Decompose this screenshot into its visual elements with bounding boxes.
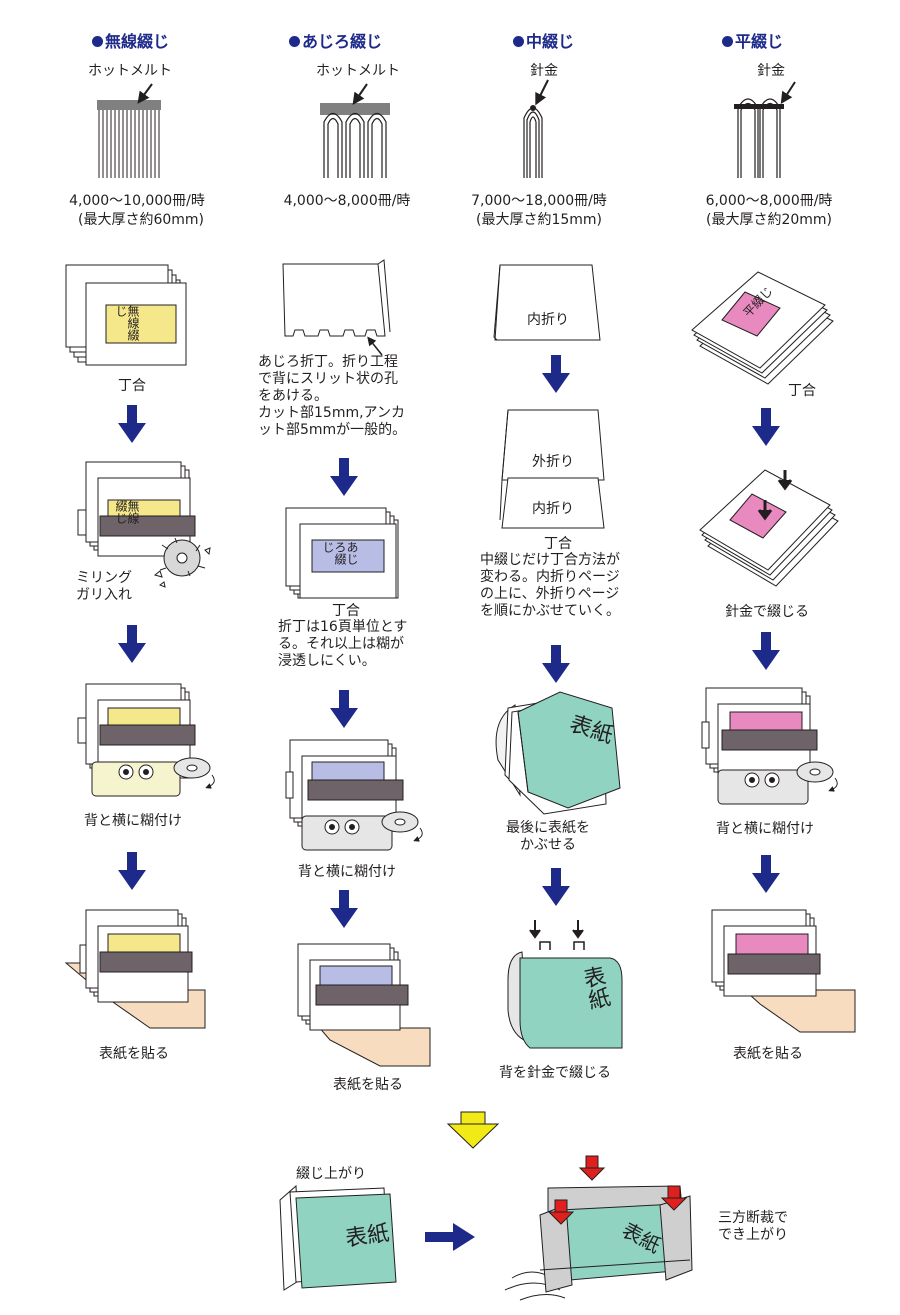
down-arrow-icon: [752, 855, 780, 893]
adhesive-label: ホットメルト: [88, 63, 172, 79]
down-arrow-icon: [118, 405, 146, 443]
hira-glue-figure: [701, 687, 838, 805]
speed-text: 7,000〜18,000冊/時: [471, 193, 607, 209]
flow-arrows: [118, 355, 780, 1251]
step-label: 表紙を貼る: [733, 1046, 803, 1062]
ajiro-collate-figure: [285, 507, 399, 599]
down-arrow-icon: [118, 625, 146, 663]
max-thickness-text: (最大厚さ約60mm): [77, 212, 204, 228]
title-ajiro: あじろ綴じ: [289, 28, 382, 52]
max-thickness-text: (最大厚さ約15mm): [475, 212, 602, 228]
down-arrow-icon: [752, 632, 780, 670]
wire-label: 針金: [757, 63, 785, 79]
bullet-dot-icon: [92, 36, 103, 47]
yellow-down-arrow-icon: [446, 1111, 500, 1149]
title-hira: 平綴じ: [722, 28, 783, 52]
naka-staple-figure: [507, 920, 623, 1049]
step-label: 針金で綴じる: [725, 604, 809, 620]
adhesive-label: ホットメルト: [316, 63, 400, 79]
step-label: 表紙を貼る: [333, 1077, 403, 1093]
bullet-dot-icon: [289, 36, 300, 47]
wire-label: 針金: [530, 63, 558, 79]
speed-text: 4,000〜8,000冊/時: [283, 193, 411, 209]
musen-cover-figure: [64, 909, 206, 1029]
down-arrow-icon: [118, 852, 146, 890]
step-label: 丁合: [788, 383, 816, 399]
red-arrow-icon: [660, 1185, 688, 1211]
musen-glue-figure: [77, 683, 215, 797]
ajiro-cover-figure: [297, 943, 431, 1067]
down-arrow-icon: [330, 690, 358, 728]
step-label: 背と横に糊付け: [298, 864, 396, 880]
trim-label: 三方断裁で でき上がり: [718, 1210, 788, 1243]
step-label: 丁合: [118, 378, 146, 394]
naka-collate-note: 中綴じだけ丁合方法が 変わる。内折りページ の上に、外折りページ を順にかぶせて…: [480, 552, 620, 619]
spine-text-musen-2: 無線綴じ: [115, 500, 139, 524]
naka-outer-fold-figure: [499, 409, 605, 529]
step-label: 表紙を貼る: [99, 1046, 169, 1062]
down-arrow-icon: [542, 645, 570, 683]
title-musen: 無線綴じ: [92, 28, 169, 52]
hira-collate-figure: [691, 271, 834, 385]
step-label: ミリング ガリ入れ: [76, 570, 132, 603]
right-arrow-icon: [425, 1223, 475, 1251]
cover-text: 表紙: [343, 1221, 391, 1252]
naka-cover-figure: [495, 691, 621, 815]
down-arrow-icon: [542, 355, 570, 393]
bullet-dot-icon: [722, 36, 733, 47]
speed-text: 4,000〜10,000冊/時: [69, 193, 205, 209]
speed-text: 6,000〜8,000冊/時: [705, 193, 833, 209]
naka-inner-fold-figure: [493, 264, 601, 341]
step-label: 丁合: [544, 536, 572, 552]
hira-spine-icon: [734, 81, 796, 178]
ajiro-fold-note: あじろ折丁。折り工程 で背にスリット状の孔 をあける。 カット部15mm,アンカ…: [258, 354, 407, 438]
musen-collate-figure: [65, 264, 187, 366]
hira-cover-figure: [711, 909, 856, 1033]
max-thickness-text: (最大厚さ約20mm): [705, 212, 832, 228]
hira-staple-figure: [699, 469, 839, 587]
ajiro-glue-figure: [285, 739, 423, 851]
ajiro-signature-figure: [282, 259, 391, 356]
step-label: 背を針金で綴じる: [499, 1065, 611, 1081]
inner-fold-label: 内折り: [532, 501, 574, 517]
inner-fold-label: 内折り: [527, 312, 569, 328]
bullet-dot-icon: [513, 36, 524, 47]
spine-text-ajiro: あじろ綴じ: [322, 541, 358, 565]
step-label: 最後に表紙を かぶせる: [506, 820, 590, 853]
down-arrow-icon: [330, 890, 358, 928]
musen-milling-figure: [77, 461, 211, 588]
down-arrow-icon: [542, 868, 570, 906]
ajiro-spine-icon: [320, 83, 390, 178]
step-label: 丁合: [332, 603, 360, 619]
finished-label: 綴じ上がり: [296, 1166, 366, 1182]
naka-spine-icon: [523, 79, 549, 178]
finished-book-figure: [279, 1184, 397, 1291]
step-label: 背と横に糊付け: [84, 813, 182, 829]
red-arrow-icon: [578, 1155, 606, 1181]
red-arrow-icon: [547, 1199, 575, 1225]
trimming-figure: [504, 1155, 693, 1301]
ajiro-collate-note: 折丁は16頁単位とす る。それ以上は糊が 浸透しにくい。: [278, 619, 408, 669]
musen-spine-icon: [97, 83, 161, 178]
down-arrow-icon: [752, 408, 780, 446]
outer-fold-label: 外折り: [532, 454, 574, 470]
title-naka: 中綴じ: [513, 28, 574, 52]
down-arrow-icon: [330, 458, 358, 496]
step-label: 背と横に糊付け: [716, 821, 814, 837]
spine-text-musen-1: 無線綴じ: [114, 305, 140, 341]
